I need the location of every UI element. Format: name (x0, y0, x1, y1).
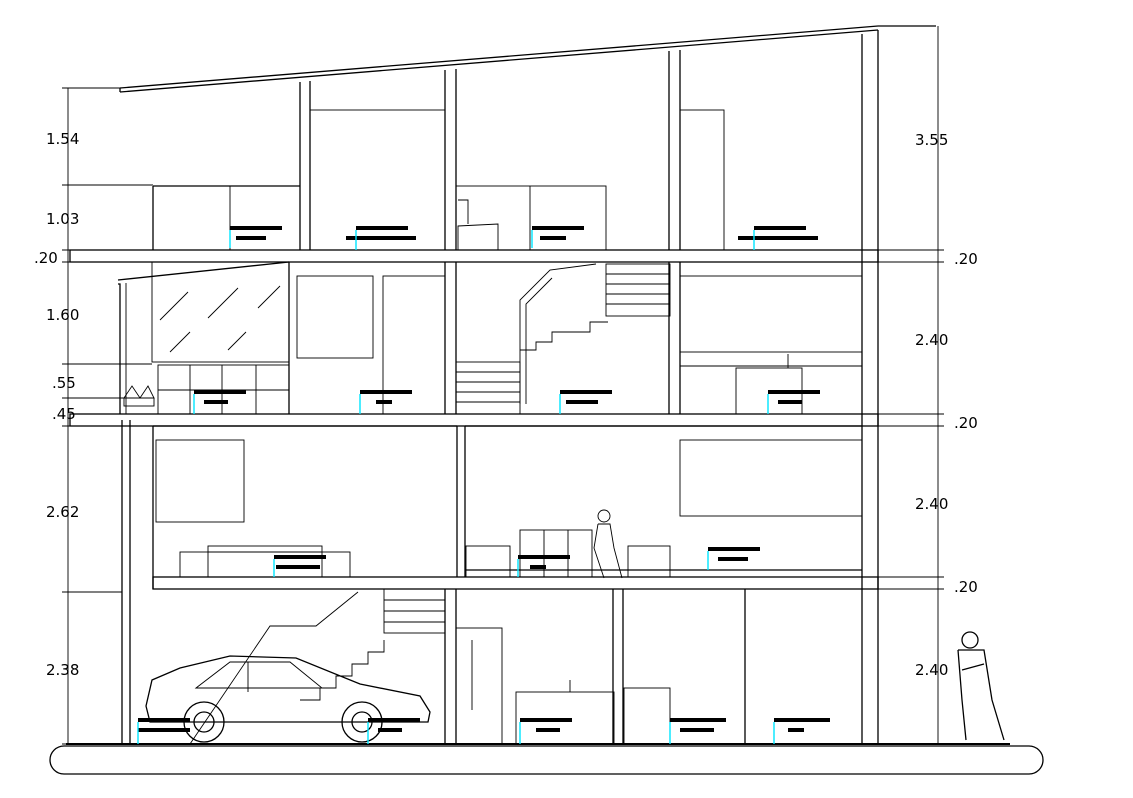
dim-left-8: 2.38 (46, 661, 79, 679)
dim-right-6: .20 (954, 578, 978, 596)
dim-right-4: .20 (954, 414, 978, 432)
dim-right-1: 3.55 (915, 131, 948, 149)
dim-right-7: 2.40 (915, 661, 948, 679)
dim-left-2: 1.03 (46, 210, 79, 228)
dimension-chain-left: 1.54 1.03 .20 1.60 .55 .45 2.62 2.38 (34, 87, 153, 745)
roof (119, 25, 936, 93)
dim-left-1: 1.54 (46, 130, 79, 148)
sofa-icon (465, 529, 671, 578)
top-floor-furnishings (229, 109, 725, 251)
staircase-ground (189, 588, 446, 745)
dim-right-5: 2.40 (915, 495, 948, 513)
person-standing-icon (957, 631, 1005, 741)
staircase-icon (455, 263, 671, 415)
dim-right-2: .20 (954, 250, 978, 268)
person-seated-icon (593, 509, 623, 579)
dim-left-3: .20 (34, 249, 58, 267)
ground-slab (49, 745, 1044, 775)
dim-left-4: 1.60 (46, 306, 79, 324)
ground-floor-furnishings (145, 588, 671, 745)
dim-left-5: .55 (52, 374, 76, 392)
annotation-labels (137, 226, 830, 744)
plant-icon (123, 385, 155, 407)
dim-left-6: .45 (52, 405, 76, 423)
dim-right-3: 2.40 (915, 331, 948, 349)
dim-left-7: 2.62 (46, 503, 79, 521)
building-frame (69, 30, 879, 744)
second-floor-furnishings (155, 439, 863, 579)
dimension-chain-right: 3.55 .20 2.40 .20 2.40 .20 2.40 (878, 26, 978, 744)
